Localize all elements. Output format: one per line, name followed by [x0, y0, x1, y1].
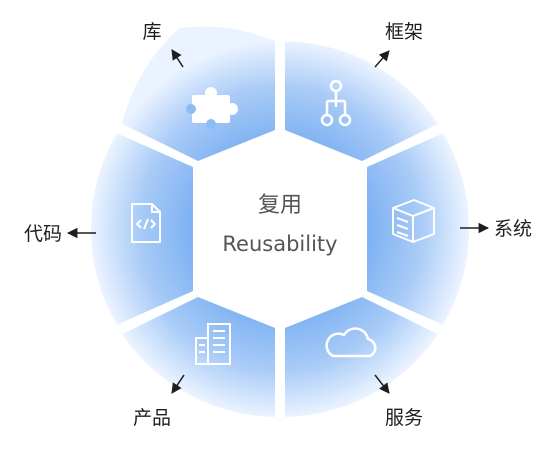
center-subtitle: Reusability: [222, 232, 337, 256]
code-file-icon: [131, 203, 161, 243]
arrow-product: [171, 374, 185, 394]
segment-framework: [285, 41, 438, 162]
ring-segments: [90, 26, 470, 417]
center-title: 复用: [258, 193, 302, 218]
arrow-service: [374, 374, 390, 394]
label-code: 代码: [24, 223, 62, 245]
building-icon: [195, 323, 231, 365]
label-service: 服务: [385, 407, 423, 429]
segment-system: [367, 133, 470, 325]
arrow-library: [171, 49, 184, 68]
server-box-icon: [392, 199, 435, 243]
arrows: [66, 49, 490, 394]
label-product: 产品: [133, 407, 171, 429]
arrow-framework: [374, 50, 390, 68]
flowchart-icon: [320, 79, 352, 127]
label-framework: 框架: [385, 21, 423, 43]
segment-code: [90, 133, 193, 325]
label-system: 系统: [494, 218, 532, 240]
label-library: 库: [142, 21, 161, 43]
puzzle-icon: [186, 87, 238, 129]
segment-library: [122, 26, 275, 161]
segment-product: [122, 297, 275, 417]
cloud-icon: [325, 327, 377, 358]
